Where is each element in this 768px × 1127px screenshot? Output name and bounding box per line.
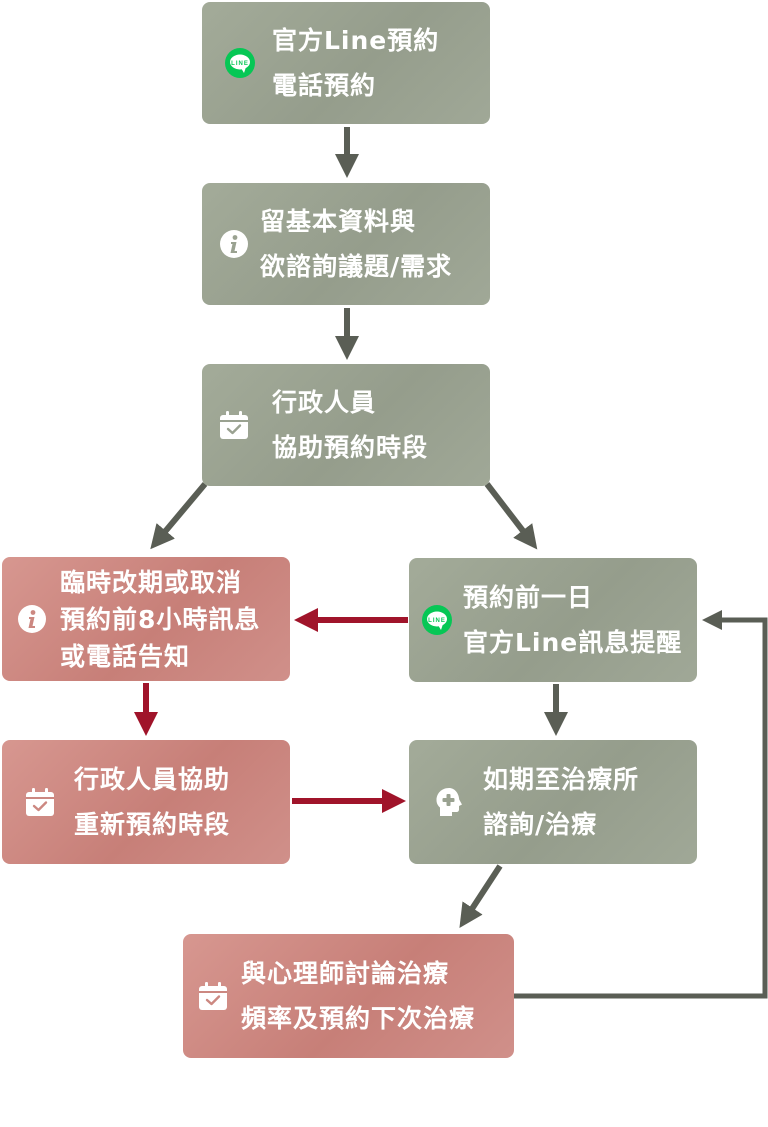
node-cancel-line3: 或電話告知 bbox=[60, 641, 191, 671]
node-cancel-line1: 臨時改期或取消 bbox=[60, 567, 243, 597]
node-line-booking-line1: 官方Line預約 bbox=[272, 26, 440, 55]
head-plus-icon bbox=[433, 786, 465, 818]
node-line-booking-line2: 電話預約 bbox=[272, 71, 377, 100]
calendar-check-icon bbox=[197, 980, 229, 1012]
node-leave-info-line2: 欲諮詢議題/需求 bbox=[260, 252, 453, 281]
node-reminder-line2: 官方Line訊息提醒 bbox=[463, 628, 683, 657]
node-attend: 如期至治療所 諮詢/治療 bbox=[409, 740, 697, 864]
node-attend-line1: 如期至治療所 bbox=[483, 765, 640, 794]
line-icon: LINE bbox=[224, 47, 256, 79]
node-cancel: 臨時改期或取消 預約前8小時訊息 或電話告知 bbox=[2, 557, 290, 681]
node-reschedule-line1: 行政人員協助 bbox=[74, 765, 231, 794]
info-icon bbox=[218, 228, 250, 260]
arrow-admin-to-cancel bbox=[150, 482, 208, 550]
node-attend-line2: 諮詢/治療 bbox=[483, 810, 598, 839]
node-admin-schedule-line1: 行政人員 bbox=[272, 388, 377, 417]
arrow-admin-to-reminder bbox=[484, 482, 538, 550]
node-admin-schedule-line2: 協助預約時段 bbox=[272, 433, 429, 462]
calendar-check-icon bbox=[218, 409, 250, 441]
line-icon: LINE bbox=[421, 604, 453, 636]
node-discuss-line1: 與心理師討論治療 bbox=[241, 959, 450, 988]
node-discuss: 與心理師討論治療 頻率及預約下次治療 bbox=[183, 934, 514, 1058]
node-cancel-line2: 預約前8小時訊息 bbox=[60, 604, 261, 634]
node-reschedule: 行政人員協助 重新預約時段 bbox=[2, 740, 290, 864]
calendar-check-icon bbox=[24, 786, 56, 818]
node-reminder-line1: 預約前一日 bbox=[463, 583, 594, 612]
info-icon bbox=[16, 603, 48, 635]
node-reminder: LINE 預約前一日 官方Line訊息提醒 bbox=[409, 558, 697, 682]
node-reschedule-line2: 重新預約時段 bbox=[74, 810, 231, 839]
node-leave-info: 留基本資料與 欲諮詢議題/需求 bbox=[202, 183, 490, 305]
svg-text:LINE: LINE bbox=[231, 61, 249, 67]
node-line-booking: LINE 官方Line預約 電話預約 bbox=[202, 2, 490, 124]
node-admin-schedule: 行政人員 協助預約時段 bbox=[202, 364, 490, 486]
node-discuss-line2: 頻率及預約下次治療 bbox=[241, 1004, 476, 1033]
svg-text:LINE: LINE bbox=[428, 618, 446, 624]
node-leave-info-line1: 留基本資料與 bbox=[260, 207, 417, 236]
arrow-attend-to-discuss bbox=[459, 864, 503, 929]
arrow-discuss-loop-to-reminder bbox=[514, 610, 768, 999]
